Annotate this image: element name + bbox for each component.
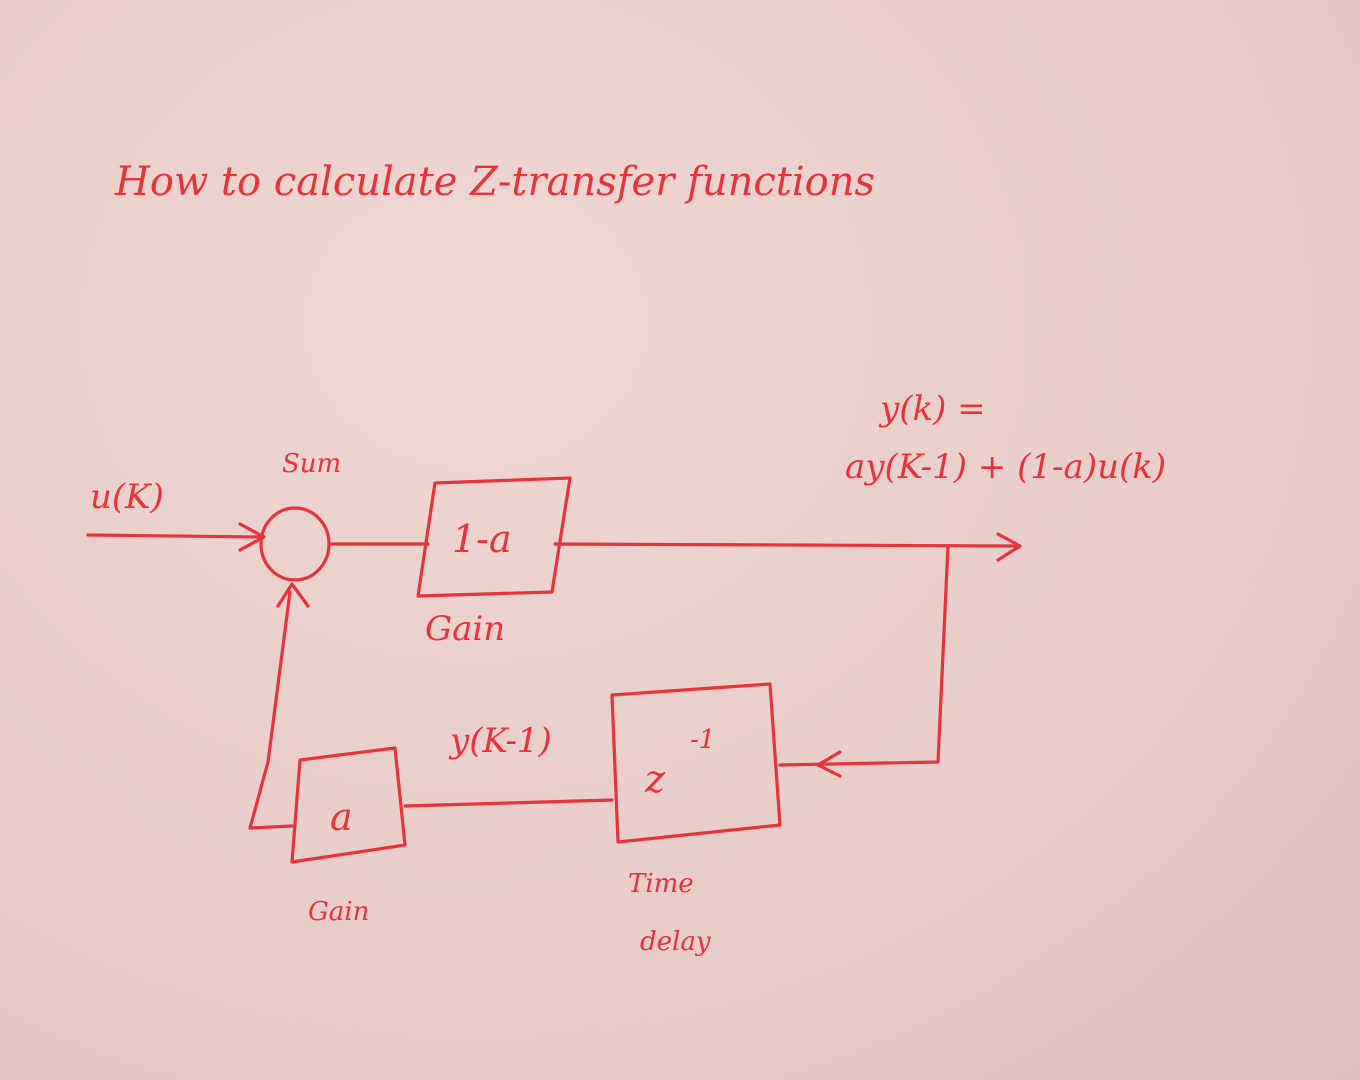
input-label: u(K) [90,477,164,517]
feedback-gain-value: a [330,795,353,839]
sum-label: Sum [282,449,341,479]
gain-to-sum-line [248,590,294,830]
forward-gain-block [416,476,572,598]
input-arrow [86,533,264,539]
forward-gain-caption: Gain [425,609,505,649]
delay-caption-delay: delay [640,927,711,957]
diagram-title: How to calculate Z-transfer functions [114,159,875,205]
delay-caption-time: Time [628,869,694,899]
feedback-signal-label: y(K-1) [448,721,552,761]
output-arrow-head [996,532,1022,562]
input-arrow-head [238,522,266,552]
feedback-branch-line [778,544,950,767]
output-equation-line1: y(k) = [878,389,986,429]
delay-block [610,682,782,844]
feedback-gain-caption: Gain [308,897,369,927]
delay-exponent: -1 [690,725,715,755]
output-line [553,542,1017,548]
forward-gain-value: 1-a [452,517,512,561]
delay-to-gain-line [403,798,614,808]
delay-value: z [644,757,666,801]
sum-junction [259,506,331,582]
feedback-arrow-head [816,750,842,778]
feedback-gain-block [290,746,407,864]
sum-feedback-arrow-head [276,582,310,608]
output-equation-line2: ay(K-1) + (1-a)u(k) [845,447,1166,487]
